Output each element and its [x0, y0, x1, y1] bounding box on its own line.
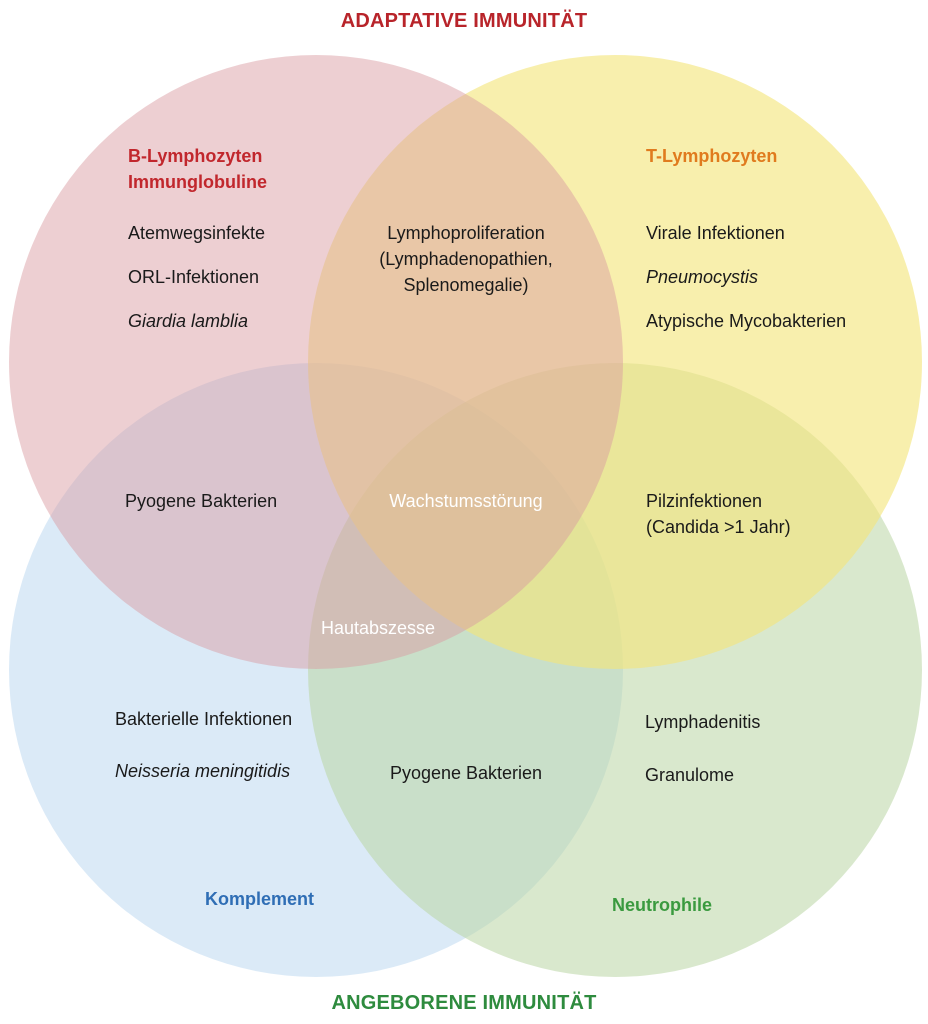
neutrophils-item: Lymphadenitis [645, 712, 761, 732]
b-cells-title-line2: Immunglobuline [128, 172, 267, 192]
b-cells-item: Giardia lamblia [128, 311, 249, 331]
overlap-b-t-line: Splenomegalie) [403, 275, 529, 295]
t-cells-item: Atypische Mycobakterien [646, 311, 847, 331]
b-cells-title: B-Lymphozyten Immunglobuline [128, 143, 267, 195]
overlap-complement-neutrophils: Pyogene Bakterien [389, 763, 543, 783]
overlap-b-t-line: (Lymphadenopathien, [379, 249, 553, 269]
b-cells-item: ORL-Infektionen [128, 267, 260, 287]
t-cells-item: Virale Infektionen [646, 223, 785, 243]
overlap-t-neutrophils-line: (Candida >1 Jahr) [646, 517, 791, 537]
complement-title: Komplement [205, 889, 315, 909]
b-cells-title-line1: B-Lymphozyten [128, 146, 263, 166]
circle-b-cells [9, 55, 623, 669]
overlap-b-complement: Pyogene Bakterien [125, 491, 278, 511]
t-cells-item: Pneumocystis [646, 267, 759, 287]
complement-item: Neisseria meningitidis [115, 761, 291, 781]
overlap-t-neutrophils-line: Pilzinfektionen [646, 491, 763, 511]
neutrophils-item: Granulome [645, 765, 735, 785]
b-cells-item: Atemwegsinfekte [128, 223, 266, 243]
t-cells-title: T-Lymphozyten [646, 146, 778, 166]
overlap-b-t-line: Lymphoproliferation [387, 223, 545, 243]
overlap-center: Wachstumsstörung [389, 491, 543, 511]
innate-immunity-header: ANGEBORENE IMMUNITÄT [331, 992, 597, 1014]
complement-item: Bakterielle Infektionen [115, 709, 293, 729]
overlap-t-neutrophils: Pilzinfektionen (Candida >1 Jahr) [646, 488, 791, 540]
circle-t-cells [308, 55, 922, 669]
adaptive-immunity-header: ADAPTATIVE IMMUNITÄT [340, 10, 588, 32]
neutrophils-title: Neutrophile [612, 895, 713, 915]
overlap-b-t: Lymphoproliferation (Lymphadenopathien, … [356, 220, 576, 298]
overlap-b-neutrophils: Hautabszesse [321, 618, 436, 638]
